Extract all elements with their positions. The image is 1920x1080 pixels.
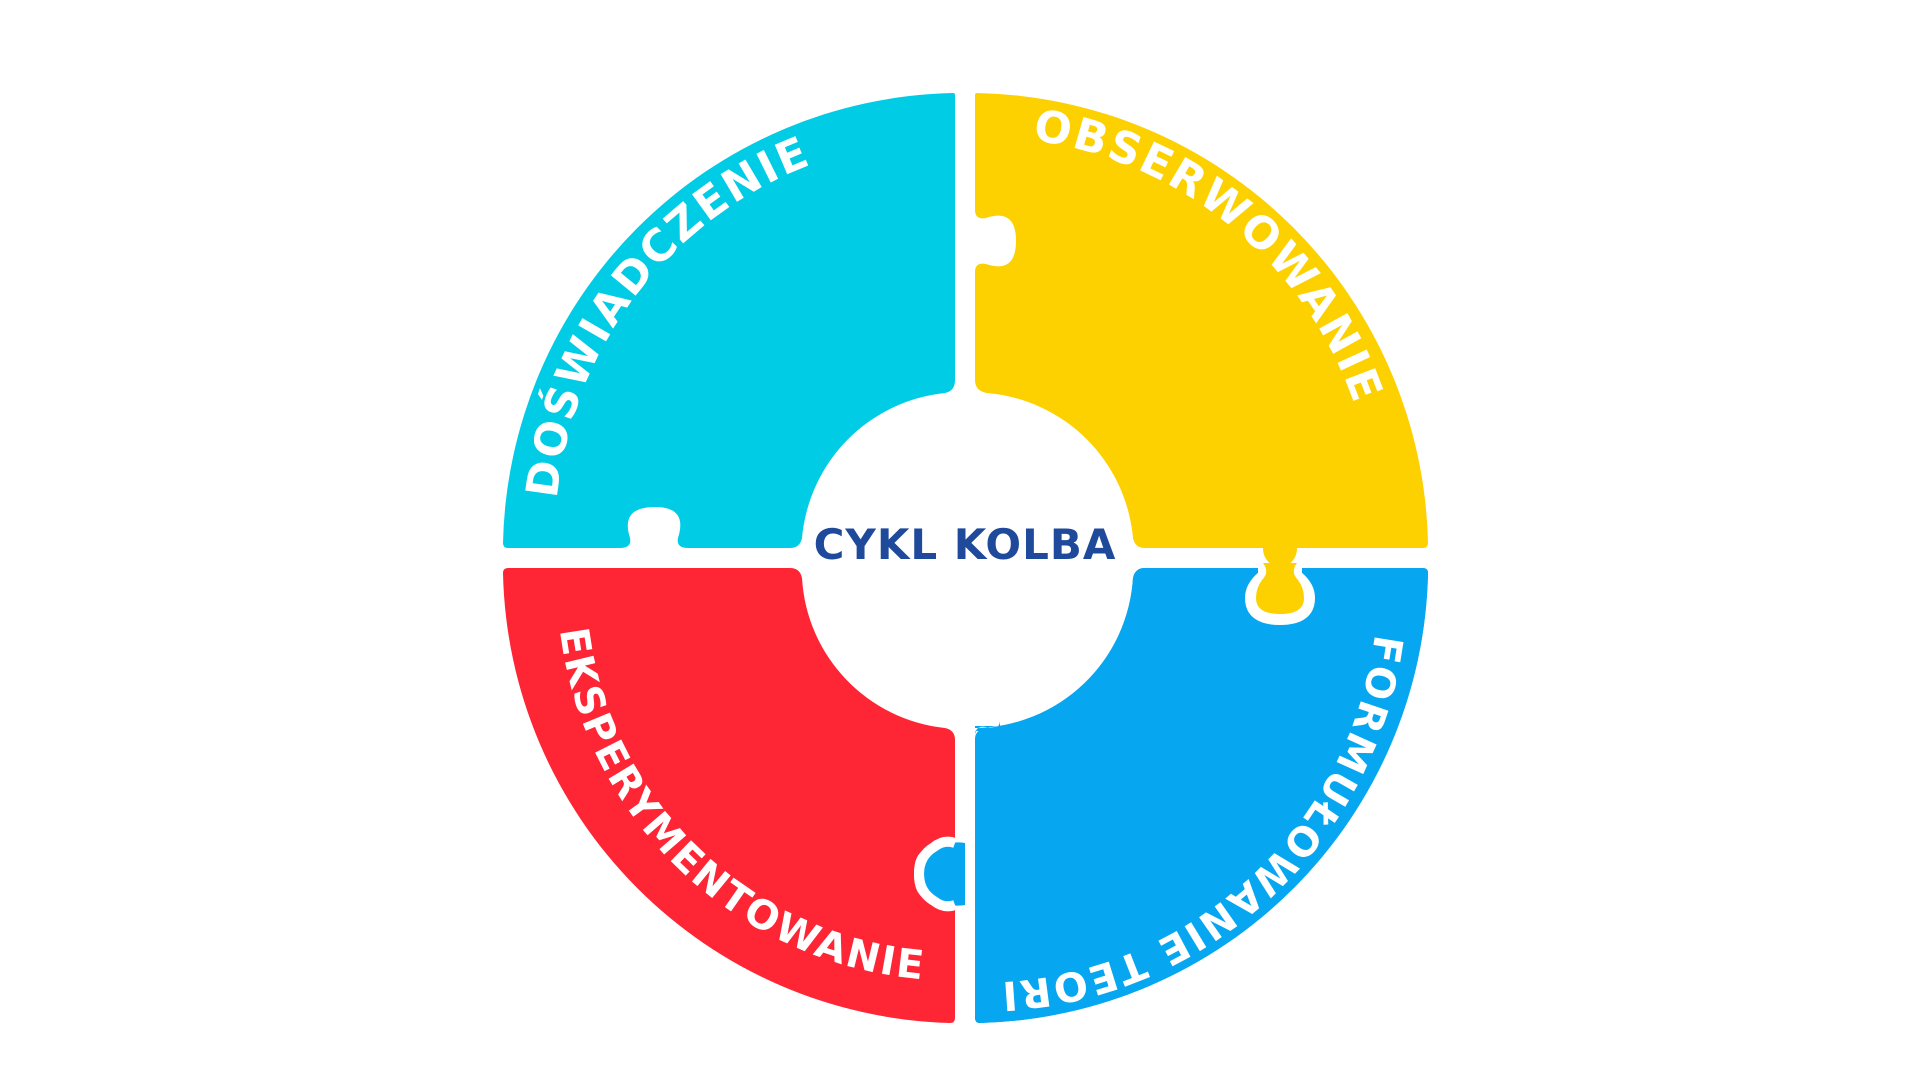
knob-bottom-blue [924, 842, 965, 906]
segment-top-left [503, 93, 955, 548]
center-title: CYKL KOLBA [814, 520, 1117, 569]
segment-bottom-right-shape [975, 568, 1428, 1023]
puzzle-ring [503, 93, 1428, 1023]
segment-top-right [975, 93, 1428, 548]
segment-bottom-left [503, 568, 955, 1023]
knob-gutter [1244, 563, 1316, 626]
knob-yellow-fill [1256, 563, 1304, 614]
knob-bottom-gutter [913, 836, 957, 912]
